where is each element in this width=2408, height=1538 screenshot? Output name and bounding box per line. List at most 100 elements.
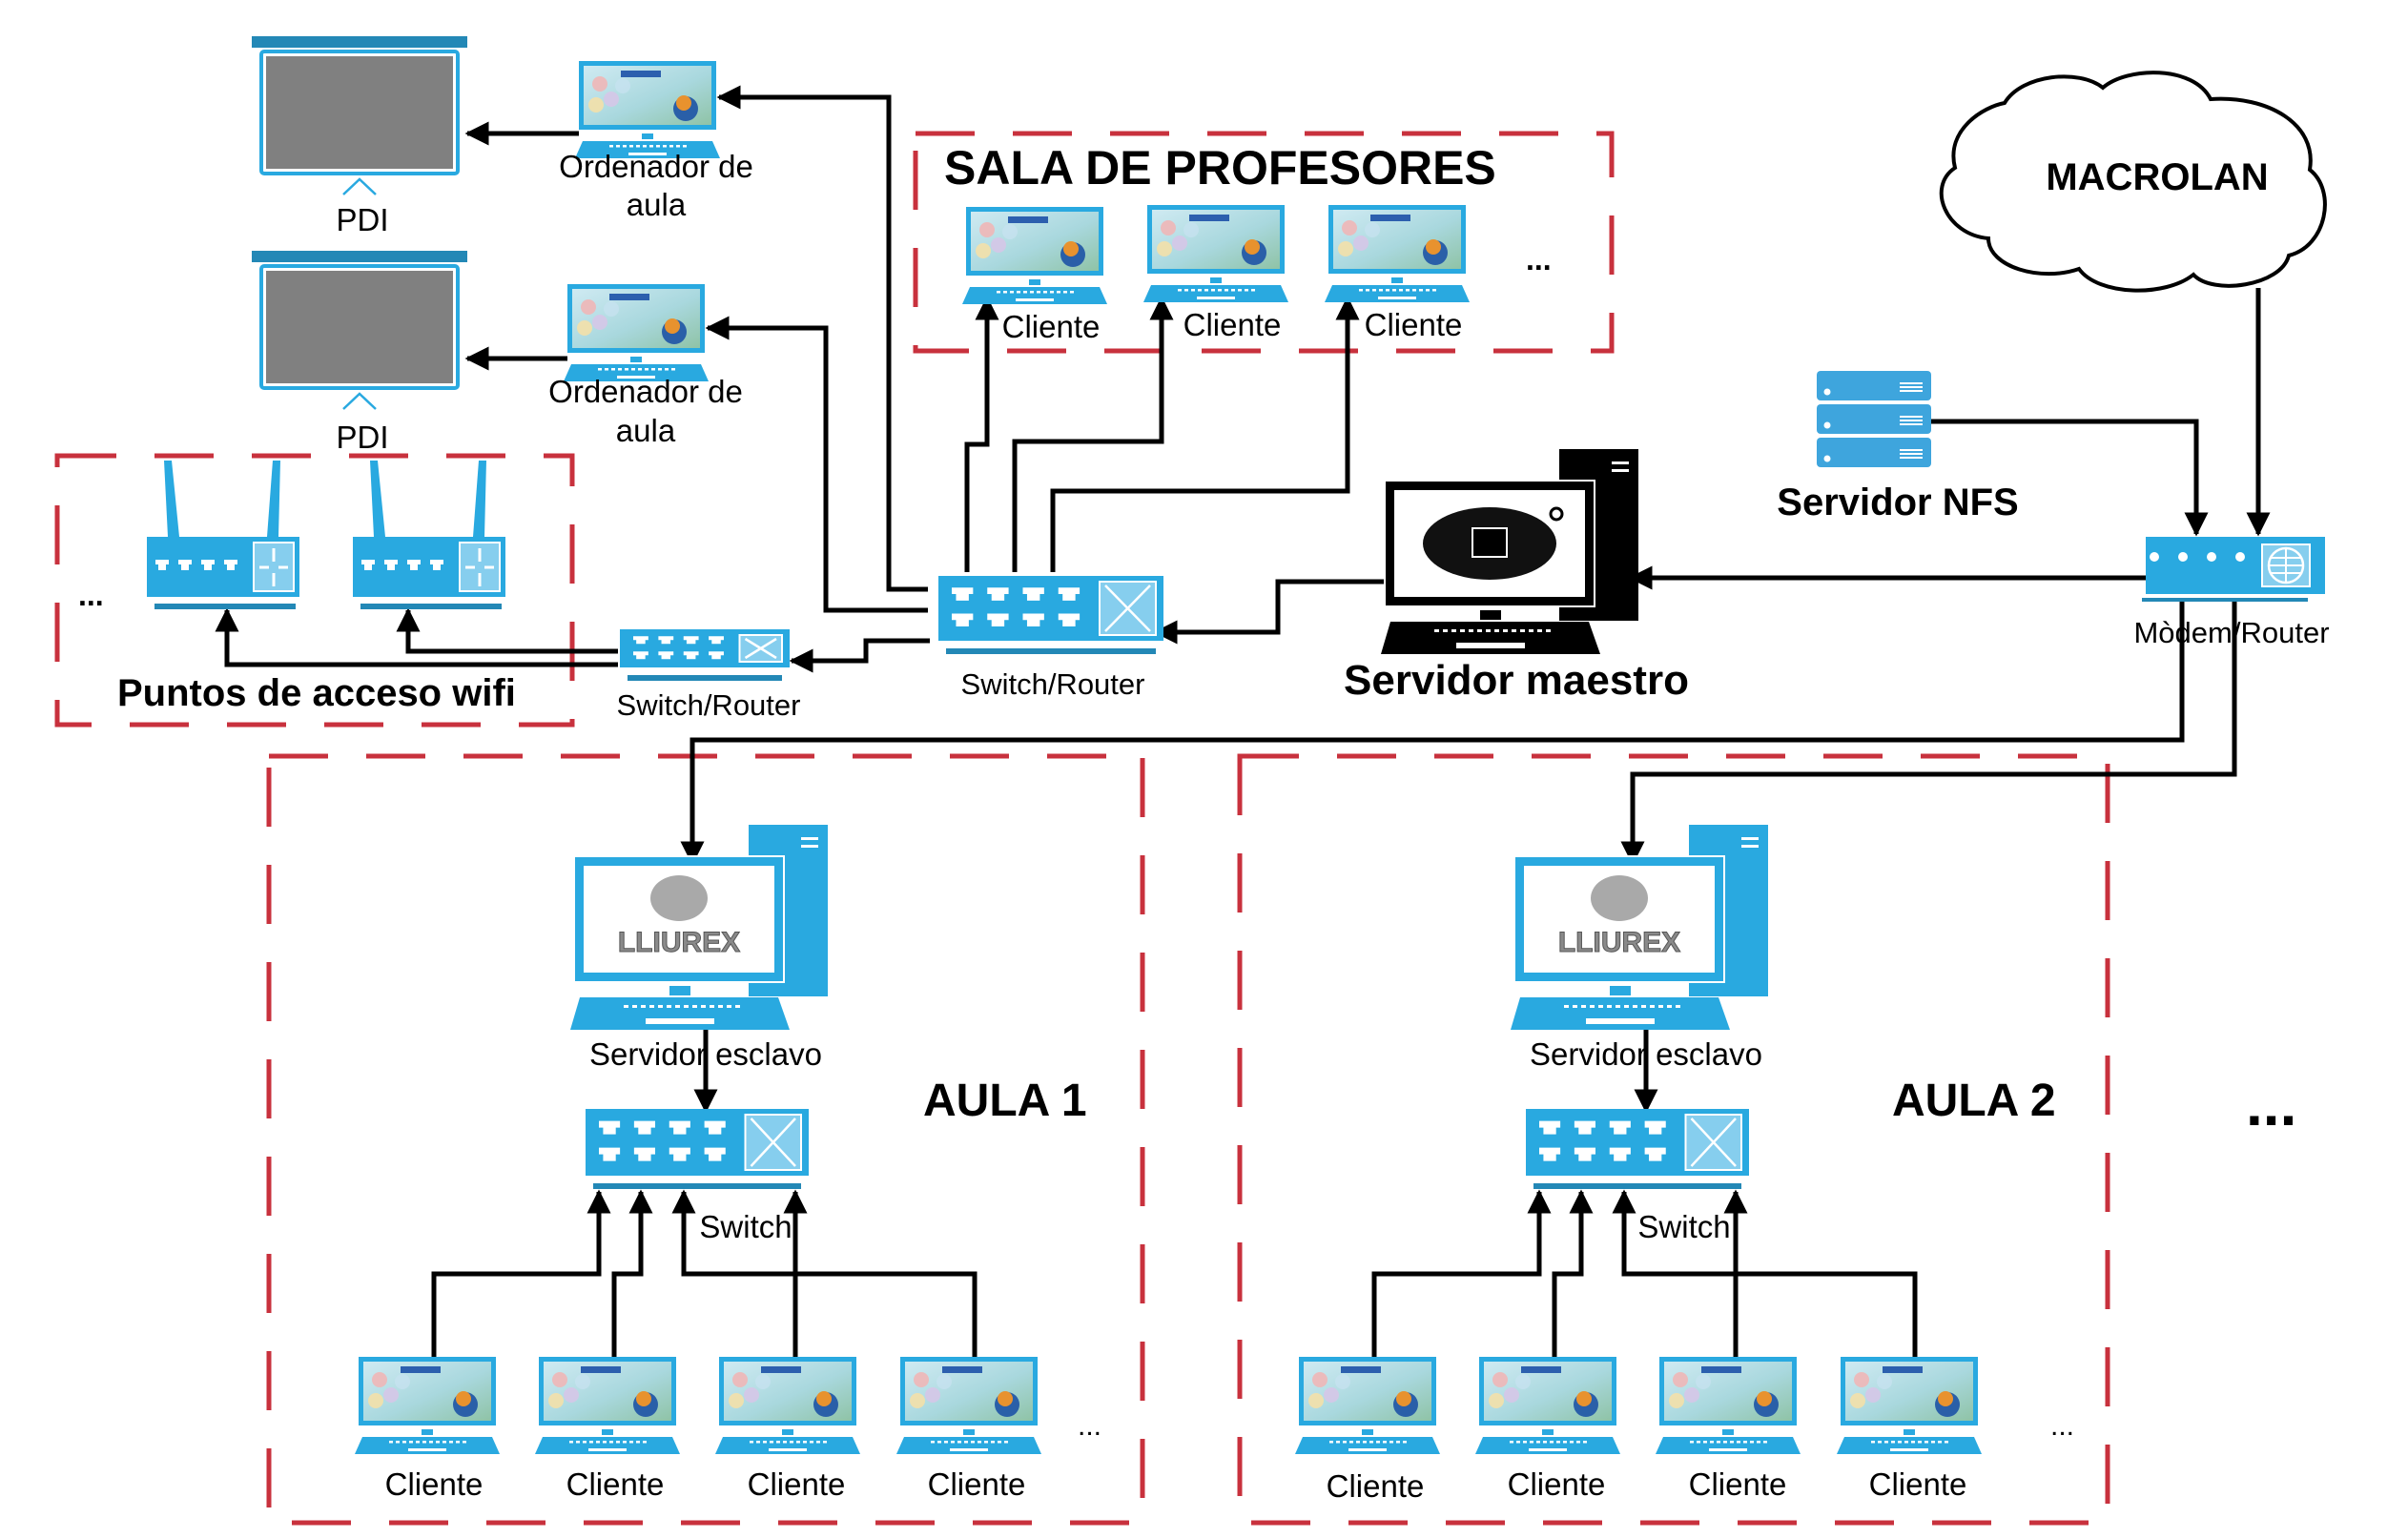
aula2-client-4[interactable] (1837, 1357, 1982, 1454)
key (456, 1441, 460, 1444)
antenna-right (473, 461, 486, 537)
ethernet-port-icon (683, 651, 699, 660)
balloon-icon (604, 92, 619, 107)
ethernet-port-icon (658, 636, 674, 645)
key (1583, 1441, 1587, 1444)
aula1-switch[interactable] (586, 1109, 809, 1189)
master-server[interactable] (1381, 449, 1638, 654)
aula2-slave-server[interactable]: LLIUREX (1511, 825, 1768, 1030)
mascot-icon (456, 1391, 471, 1406)
key (671, 368, 675, 371)
key (937, 1441, 941, 1444)
sala-client-1[interactable] (962, 207, 1107, 304)
key (449, 1441, 453, 1444)
nfs-server[interactable] (1817, 371, 1931, 467)
key (1030, 291, 1034, 294)
key (1010, 291, 1014, 294)
key (1363, 1441, 1367, 1444)
modem-router[interactable] (2142, 537, 2325, 602)
laptop-keyboard (1475, 1437, 1620, 1454)
key (1564, 1005, 1569, 1008)
antenna-left (164, 461, 179, 537)
key (803, 1441, 807, 1444)
trackpad (769, 1448, 807, 1451)
ethernet-port-icon (709, 636, 724, 645)
aula2-client-2[interactable] (1475, 1357, 1620, 1454)
aula1-client-4[interactable] (896, 1357, 1041, 1454)
key (1336, 1441, 1340, 1444)
monitor-stand (669, 986, 690, 995)
key (1945, 1441, 1948, 1444)
key (1369, 1441, 1373, 1444)
balloon-icon (1669, 1393, 1684, 1408)
key (645, 368, 648, 371)
aula1-slave-server[interactable]: LLIUREX (570, 825, 828, 1030)
key (1451, 629, 1456, 632)
ethernet-port-icon (1574, 1147, 1595, 1161)
trackpad (1197, 297, 1235, 299)
ordenador2-label-line1: Ordenador de (548, 374, 743, 409)
lliurex-logo (609, 294, 649, 300)
key (1356, 1441, 1360, 1444)
wifi-access-point-2[interactable] (353, 461, 505, 609)
key (643, 145, 647, 148)
key (658, 368, 662, 371)
group-box-aula1 (266, 753, 1145, 1526)
aula2-client-1[interactable] (1295, 1357, 1440, 1454)
wifi-switch[interactable] (620, 629, 790, 681)
ethernet-port-icon (1609, 1147, 1631, 1161)
key (616, 145, 620, 148)
key (1550, 1441, 1554, 1444)
aula2-switch[interactable] (1526, 1109, 1749, 1189)
key (1211, 289, 1215, 292)
ordenador-aula-2[interactable] (564, 284, 709, 381)
aula1-client-1-label: Cliente (385, 1466, 484, 1502)
arrows-icon (259, 548, 288, 586)
aula1-client-2[interactable] (535, 1357, 680, 1454)
ordenador-aula-1[interactable] (575, 61, 720, 158)
balloon-icon (1673, 1372, 1688, 1387)
pdi-2[interactable] (252, 251, 467, 410)
key (1434, 629, 1439, 632)
key (978, 1441, 981, 1444)
balloon-icon (732, 1372, 748, 1387)
key (643, 1441, 647, 1444)
ethernet-port-icon (1022, 587, 1044, 601)
key (1494, 629, 1499, 632)
pdi-1[interactable] (252, 36, 467, 195)
ethernet-port-icon (1539, 1120, 1561, 1135)
nfs-label: Servidor NFS (1777, 482, 2018, 523)
server-unit (1817, 404, 1931, 434)
macrolan-label: MACROLAN (2046, 156, 2268, 198)
balloon-icon (1865, 1387, 1881, 1403)
laptop-hinge (642, 133, 653, 139)
key (1590, 1005, 1595, 1008)
laptop-keyboard (1837, 1437, 1982, 1454)
balloon-icon (910, 1393, 925, 1408)
link-client4-switch-aula1 (783, 1189, 978, 1357)
key (649, 1005, 654, 1008)
ethernet-port-icon (658, 651, 674, 660)
link-modem-aula2 (1620, 601, 2237, 866)
key (1730, 1441, 1734, 1444)
wifi-access-point-1[interactable] (147, 461, 299, 609)
key (667, 1005, 671, 1008)
sala-client-2[interactable] (1143, 205, 1288, 302)
mascot-icon (676, 95, 691, 111)
aula1-client-3[interactable] (715, 1357, 860, 1454)
aula1-client-1[interactable] (355, 1357, 500, 1454)
key (1898, 1441, 1902, 1444)
mascot-icon (636, 1391, 651, 1406)
ethernet-port-icon (987, 613, 1009, 627)
link-switch-ordenador2 (705, 316, 928, 613)
ethernet-port-icon (633, 651, 648, 660)
mascot-icon (1426, 239, 1441, 255)
sala-client-3[interactable] (1325, 205, 1470, 302)
main-switch[interactable] (938, 576, 1163, 654)
key (816, 1441, 820, 1444)
key (616, 1441, 620, 1444)
key (810, 1441, 813, 1444)
more-rooms-ellipsis: ... (2246, 1070, 2296, 1138)
aula2-client-3[interactable] (1656, 1357, 1801, 1454)
status-led (2207, 552, 2216, 562)
